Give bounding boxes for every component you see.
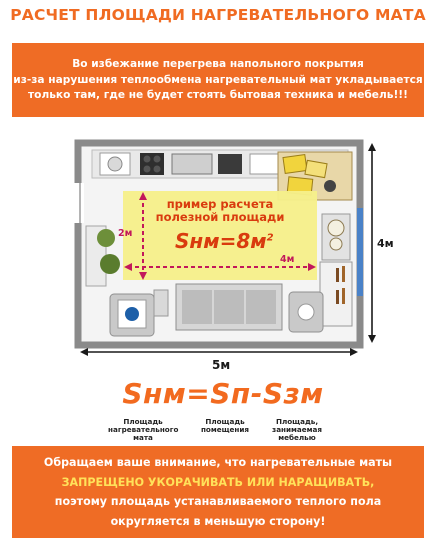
- legend-3-line-1: Площадь,: [275, 417, 319, 426]
- legend-mat-area: Площадь нагревательного мата: [108, 417, 179, 443]
- example-formula-exponent: 2: [266, 232, 274, 244]
- example-formula-text: Sнм=8м: [175, 229, 267, 253]
- page-title: РАСЧЕТ ПЛОЩАДИ НАГРЕВАТЕЛЬНОГО МАТА: [10, 6, 426, 24]
- plant-2: [100, 254, 120, 274]
- window: [357, 208, 363, 296]
- desk-chair: [324, 180, 336, 192]
- example-caption-line-2: полезной площади: [155, 210, 285, 224]
- main-formula: Sнм=Sп-Sзм: [122, 377, 324, 410]
- top-banner-line-1: Во избежание перегрева напольного покрыт…: [72, 58, 364, 70]
- bottom-notice-banner: Обращаем ваше внимание, что нагревательн…: [12, 446, 424, 538]
- door-opening: [70, 183, 84, 223]
- bottom-banner-line-3: поэтому площадь устанавливаемого теплого…: [54, 495, 382, 508]
- bottom-banner-line-4: округляется в меньшую сторону!: [110, 514, 326, 528]
- teddy-bear: [327, 219, 345, 237]
- legend-2-line-1: Площадь: [205, 417, 245, 426]
- example-caption-line-1: пример расчета: [166, 197, 274, 211]
- legend-1-line-3: мата: [133, 433, 153, 443]
- top-warning-banner: Во избежание перегрева напольного покрыт…: [12, 43, 424, 117]
- side-table: [153, 289, 169, 317]
- stove: [140, 153, 164, 175]
- legend-2-line-2: помещения: [200, 425, 250, 435]
- legend-furniture-area: Площадь, занимаемая мебелью: [262, 417, 332, 443]
- legend-room-area: Площадь помещения: [190, 417, 260, 435]
- bottom-banner-line-2: ЗАПРЕЩЕНО УКОРАЧИВАТЬ ИЛИ НАРАЩИВАТЬ,: [61, 475, 375, 489]
- top-banner-line-3: только там, где не будет стоять бытовая …: [28, 89, 408, 101]
- bottom-banner-line-1: Обращаем ваше внимание, что нагревательн…: [43, 456, 393, 469]
- top-banner-line-2: из-за нарушения теплообмена нагревательн…: [13, 73, 423, 86]
- room-width-label: 5м: [212, 358, 230, 372]
- plant: [97, 229, 115, 247]
- legend-3-line-3: мебелью: [278, 433, 316, 443]
- cushion: [125, 307, 139, 321]
- oven: [218, 154, 242, 174]
- legend-1-line-2: нагревательного: [108, 425, 179, 435]
- legend-3-line-2: занимаемая: [272, 425, 322, 435]
- sink-bowl: [107, 156, 123, 172]
- mat-height-label: 2м: [118, 228, 132, 239]
- mat-width-label: 4м: [280, 254, 294, 265]
- appliance: [171, 153, 213, 175]
- example-formula: Sнм=8м2: [175, 229, 274, 253]
- room-height-label: 4м: [377, 237, 394, 250]
- legend-1-line-1: Площадь: [123, 417, 163, 426]
- heating-mat-area: [123, 191, 317, 280]
- example-caption: пример расчета полезной площади: [140, 198, 300, 224]
